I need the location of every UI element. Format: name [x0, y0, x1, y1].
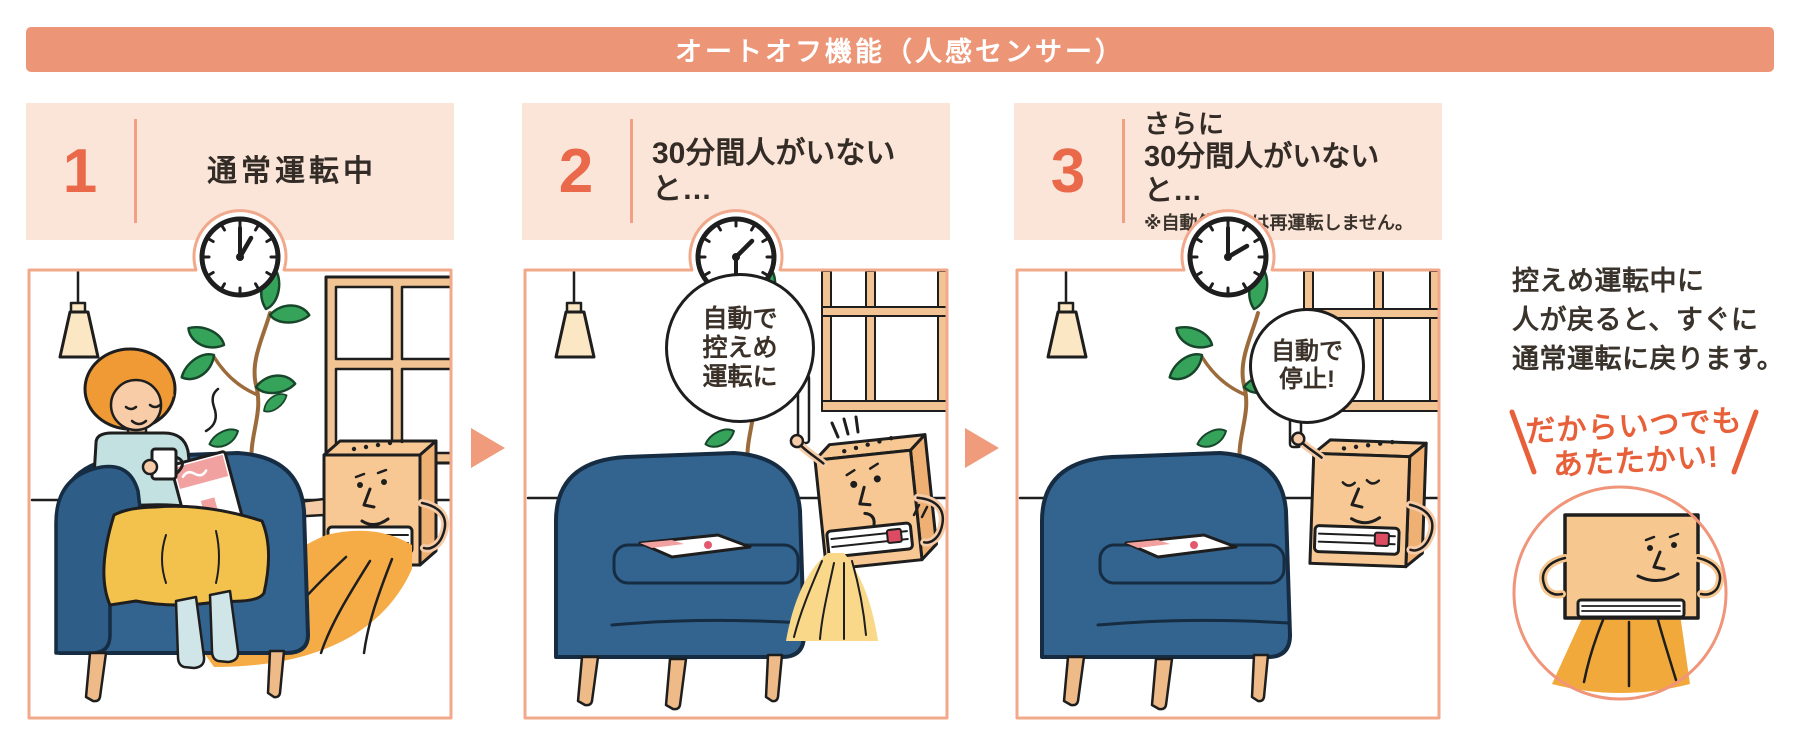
heater-vent — [1576, 598, 1686, 619]
blanket — [102, 504, 271, 607]
aside-description-line: 控えめ運転中に — [1512, 266, 1705, 296]
panel-frame — [27, 209, 453, 720]
aside-description: 控えめ運転中に 人が戻ると、すぐに 通常運転に戻ります。 — [1512, 262, 1788, 379]
bubble-line: 自動で — [702, 304, 778, 333]
page-title: オートオフ機能（人感センサー） — [675, 37, 1125, 67]
magazine — [1124, 533, 1238, 559]
emphasis-slash-right-icon — [1731, 409, 1759, 475]
emphasis-slash-left-icon — [1509, 409, 1537, 475]
step-3-label-line-2: 30分間人がいないと… — [1144, 140, 1380, 207]
heater-character — [789, 433, 947, 572]
heater-character-front — [1539, 513, 1724, 620]
step-2-number: 2 — [558, 137, 594, 206]
motion-marks — [830, 415, 860, 439]
empty-armchair — [1040, 451, 1292, 711]
empty-armchair — [554, 451, 806, 711]
bubble-line: 停止! — [1279, 366, 1335, 393]
armchair-with-woman — [54, 347, 310, 703]
next-arrow-icon — [965, 428, 999, 468]
red-button — [885, 527, 903, 544]
warm-air — [1552, 614, 1690, 693]
step-3-number: 3 — [1050, 137, 1086, 206]
bubble-line: 控えめ — [702, 333, 778, 362]
scene-3-illustration — [1015, 209, 1441, 720]
sign-bubble-step-3: 自動で 停止! — [1249, 308, 1365, 424]
step-1-label: 通常運転中 — [138, 103, 446, 240]
pendant-lamp-icon — [1046, 270, 1088, 359]
chair-legs — [576, 653, 784, 711]
aside-description-line: 通常運転に戻ります。 — [1512, 344, 1785, 374]
scene-2-illustration — [523, 209, 949, 720]
pendant-lamp-icon — [58, 270, 100, 359]
heater-character — [1291, 431, 1437, 569]
next-arrow-icon — [471, 428, 505, 468]
aside-description-line: 人が戻ると、すぐに — [1512, 305, 1759, 335]
sign-bubble-step-2: 自動で 控えめ 運転に — [665, 273, 815, 423]
badge-circle — [1512, 485, 1728, 701]
heater-face — [354, 468, 390, 526]
chair-legs — [84, 649, 286, 703]
title-bar: オートオフ機能（人感センサー） — [26, 27, 1774, 72]
legs-socks — [174, 589, 240, 670]
hand — [789, 433, 805, 449]
step-1-number: 1 — [62, 137, 98, 206]
step-1-label-line: 通常運転中 — [207, 154, 377, 188]
pendant-lamp-icon — [554, 270, 596, 359]
step-3-divider — [1122, 119, 1125, 223]
scene-1-illustration — [27, 209, 453, 720]
heater-face — [1636, 532, 1680, 582]
weak-air — [786, 553, 878, 641]
panel-frame — [523, 209, 949, 720]
hand — [1291, 431, 1306, 447]
panel-frame — [1015, 209, 1441, 720]
clock-icon — [199, 216, 281, 298]
clock-icon — [1187, 216, 1269, 298]
window — [821, 270, 947, 412]
step-3-label-line-1: さらに — [1144, 108, 1226, 139]
step-2-divider — [630, 119, 633, 223]
magazine — [638, 533, 752, 559]
heater-face — [1341, 478, 1382, 525]
catchphrase: だからいつでも あたたかい! — [1504, 403, 1765, 485]
red-button — [1373, 531, 1390, 547]
step-1-divider — [134, 119, 137, 223]
always-warm-heater-badge — [1512, 485, 1728, 701]
window — [324, 275, 451, 465]
step-2-label-line: 30分間人がいないと… — [652, 137, 896, 206]
bubble-line: 運転に — [702, 362, 778, 391]
chair-legs — [1062, 653, 1270, 711]
step-2-label: 30分間人がいないと… — [652, 103, 942, 240]
bubble-line: 自動で — [1271, 337, 1343, 365]
